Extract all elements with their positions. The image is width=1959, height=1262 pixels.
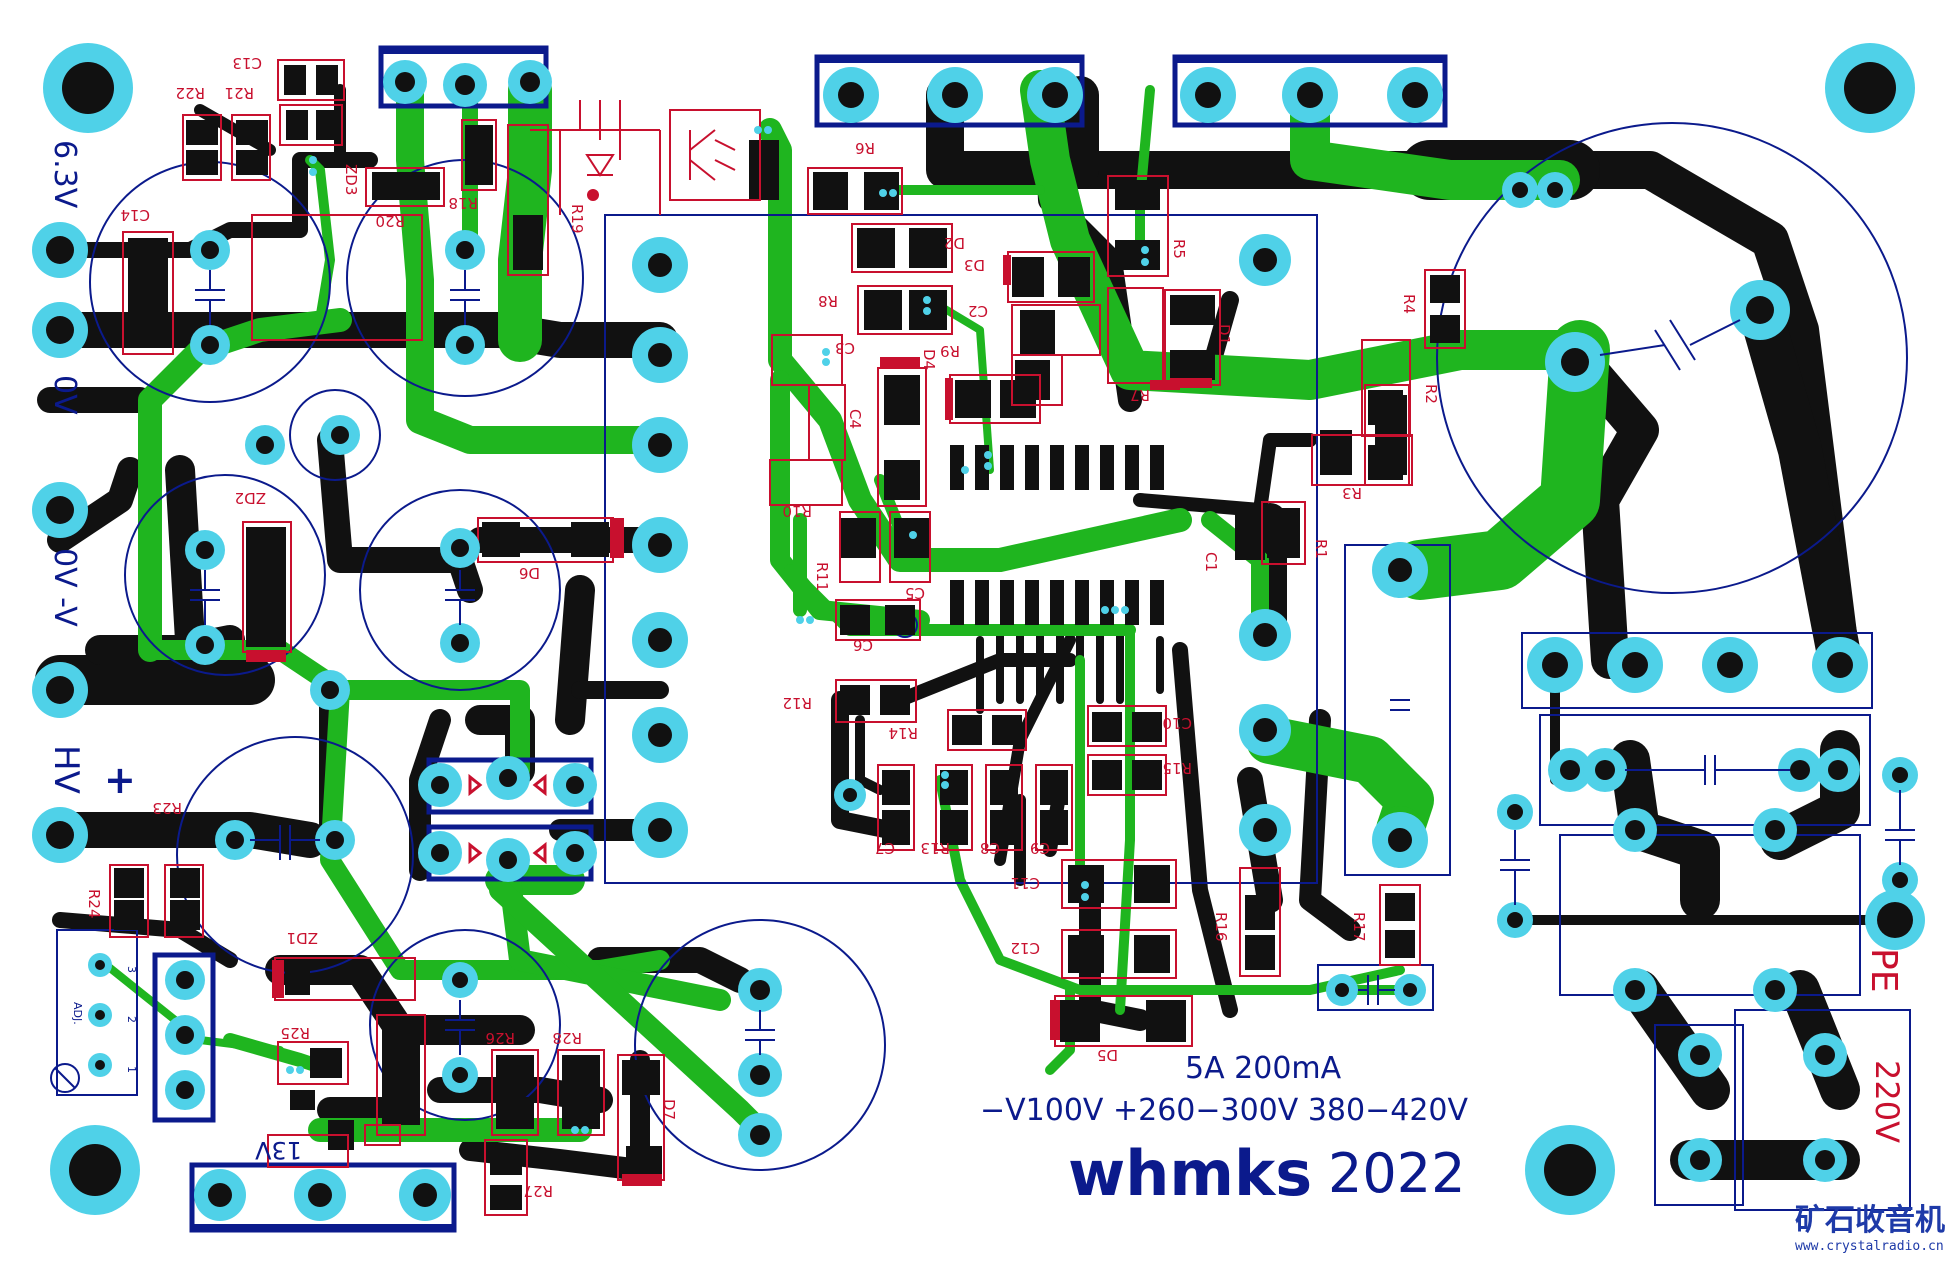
p-c7: C7 bbox=[875, 839, 895, 857]
potentiometer-graphic bbox=[50, 1063, 80, 1093]
p-c8: C8 bbox=[980, 839, 1000, 857]
p-d4: D4 bbox=[920, 349, 938, 370]
p-zd2: ZD2 bbox=[235, 489, 266, 507]
p-r4: R4 bbox=[1400, 294, 1418, 314]
label-13v: 13V bbox=[254, 1136, 302, 1164]
p-r2: R2 bbox=[1422, 384, 1440, 404]
connector-bar bbox=[192, 1224, 454, 1232]
label-220v: 220V bbox=[1868, 1060, 1906, 1143]
p-zd1: ZD1 bbox=[287, 929, 318, 947]
p-r18: R18 bbox=[448, 194, 478, 212]
p-d1: D1 bbox=[1215, 324, 1233, 345]
diode-bands bbox=[246, 189, 1212, 1186]
p-r21: R21 bbox=[224, 84, 254, 102]
p-r20: R20 bbox=[375, 212, 405, 230]
board-labels: 6.3V 0V 0V -V HV + ADJ. 1 2 3 13V 5A 200… bbox=[46, 140, 1906, 1210]
p-c13: C13 bbox=[232, 54, 262, 72]
p-r10: R10 bbox=[782, 502, 812, 520]
vias bbox=[286, 126, 1149, 1134]
p-d6: D6 bbox=[519, 564, 540, 582]
brand-year: 2022 bbox=[1328, 1142, 1465, 1205]
p-r9: R9 bbox=[940, 342, 960, 360]
label-0v: 0V bbox=[47, 375, 82, 415]
p-r17: R17 bbox=[1350, 912, 1368, 942]
p-c2: C2 bbox=[968, 302, 988, 320]
connector-bar bbox=[381, 46, 546, 54]
connector-bar bbox=[817, 55, 1082, 63]
label-6v3: 6.3V bbox=[47, 140, 82, 209]
p-c5: C5 bbox=[905, 584, 925, 602]
p-d5: D5 bbox=[1097, 1046, 1118, 1064]
smd-pads bbox=[114, 65, 1460, 1210]
label-pin-2: 2 bbox=[125, 1016, 138, 1023]
p-c4: C4 bbox=[846, 409, 864, 429]
p-d7: D7 bbox=[660, 1099, 678, 1120]
watermark-cn: 矿石收音机 bbox=[1795, 1203, 1945, 1238]
p-c9: C9 bbox=[1030, 839, 1050, 857]
connector-bar bbox=[1175, 55, 1445, 63]
p-r12: R12 bbox=[782, 694, 812, 712]
p-r27: R27 bbox=[523, 1182, 553, 1200]
p-r25: R25 bbox=[280, 1024, 310, 1042]
p-r24: R24 bbox=[85, 889, 103, 919]
p-r3: R3 bbox=[1342, 484, 1362, 502]
p-c10: C10 bbox=[1162, 714, 1192, 732]
label-pin-3: 3 bbox=[125, 966, 138, 973]
label-current: 5A 200mA bbox=[1185, 1051, 1342, 1086]
p-c12: C12 bbox=[1010, 939, 1040, 957]
p-r11: R11 bbox=[813, 562, 831, 592]
label-0v-neg: 0V -V bbox=[47, 548, 82, 627]
label-pe: PE bbox=[1863, 948, 1904, 992]
p-r23: R23 bbox=[152, 799, 182, 817]
p-r14: R14 bbox=[888, 724, 918, 742]
label-voltages: −V100V +260−300V 380−420V bbox=[980, 1093, 1468, 1128]
p-r8: R8 bbox=[818, 292, 838, 310]
p-r1: R1 bbox=[1312, 539, 1330, 559]
p-r26: R26 bbox=[485, 1029, 515, 1047]
p-r7: R7 bbox=[1130, 386, 1150, 404]
p-r28: R28 bbox=[552, 1029, 582, 1047]
p-r6: R6 bbox=[855, 139, 875, 157]
p-r13: R13 bbox=[920, 839, 950, 857]
p-c11: C11 bbox=[1010, 874, 1040, 892]
label-adj: ADJ. bbox=[71, 1002, 84, 1025]
p-r5: R5 bbox=[1170, 239, 1188, 259]
p-d2: D2 bbox=[944, 234, 965, 252]
p-r15: R15 bbox=[1162, 759, 1192, 777]
p-c14: C14 bbox=[120, 206, 150, 224]
label-hv: HV bbox=[46, 745, 86, 794]
orientation-markers bbox=[468, 773, 547, 865]
p-c3: C3 bbox=[835, 339, 855, 357]
p-r19: R19 bbox=[568, 204, 586, 234]
label-plus: + bbox=[104, 758, 136, 802]
watermark-url: www.crystalradio.cn bbox=[1795, 1239, 1944, 1254]
p-c1: C1 bbox=[1202, 552, 1220, 572]
p-zd3: ZD3 bbox=[342, 164, 360, 195]
component-outlines bbox=[56, 122, 1911, 1211]
capacitor-symbols bbox=[190, 270, 1915, 1055]
p-d3: D3 bbox=[964, 256, 985, 274]
mounting-holes bbox=[43, 43, 1915, 1215]
watermark: 矿石收音机 www.crystalradio.cn bbox=[1795, 1203, 1945, 1254]
p-c6: C6 bbox=[853, 636, 873, 654]
p-r22: R22 bbox=[175, 84, 205, 102]
p-r16: R16 bbox=[1212, 912, 1230, 942]
part-designators: C13 R22 R21 C14 ZD3 R20 R18 R19 ZD2 D6 R… bbox=[85, 54, 1440, 1200]
label-pin-1: 1 bbox=[125, 1066, 138, 1073]
pad-holes bbox=[46, 72, 1913, 1207]
brand-name: whmks bbox=[1068, 1137, 1312, 1210]
